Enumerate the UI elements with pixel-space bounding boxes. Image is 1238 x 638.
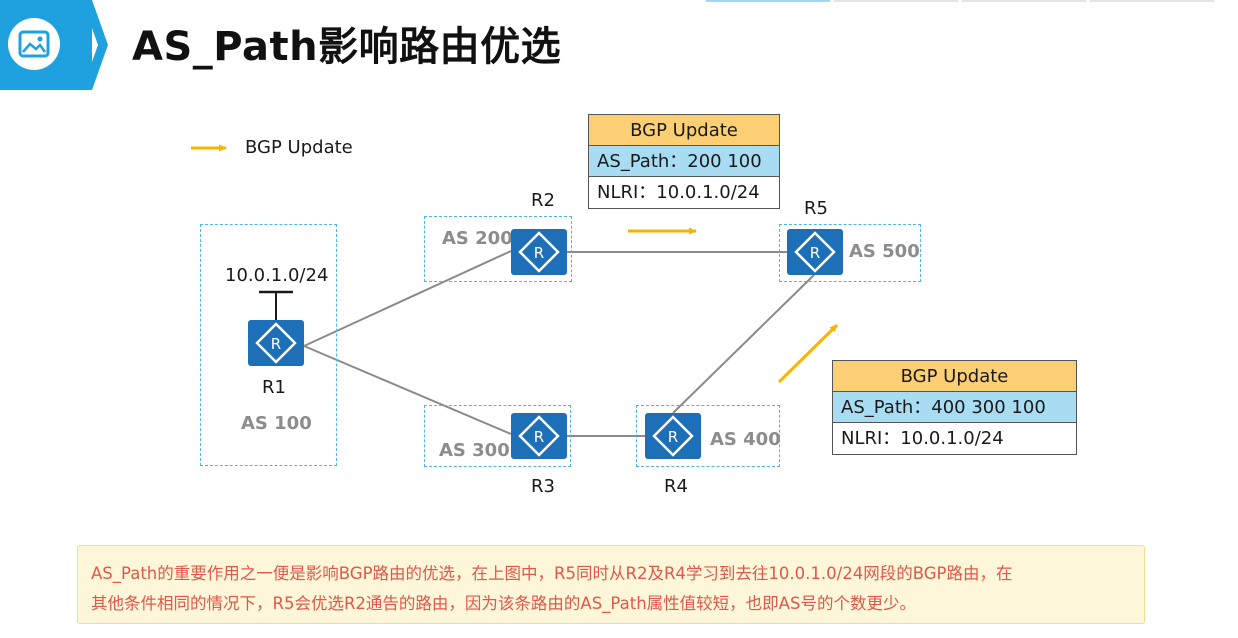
svg-text:R: R: [810, 244, 820, 262]
as500-label: AS 500: [849, 241, 920, 262]
svg-text:R: R: [668, 428, 678, 446]
as300-box: [424, 405, 571, 467]
router-label-r5: R5: [804, 198, 828, 219]
update-nlri: NLRI：10.0.1.0/24: [833, 423, 1076, 454]
router-icon: R: [645, 413, 701, 459]
update-nlri: NLRI：10.0.1.0/24: [589, 177, 779, 208]
image-icon: [8, 18, 60, 70]
as100-label: AS 100: [241, 413, 312, 434]
router-label-r4: R4: [664, 476, 688, 497]
router-icon: R: [511, 229, 567, 275]
as400-label: AS 400: [710, 429, 781, 450]
header-decor-lines: [706, 0, 1214, 2]
as400-box: [636, 405, 780, 467]
svg-text:R: R: [534, 244, 544, 262]
as100-box: [200, 224, 337, 466]
router-label-r1: R1: [262, 377, 286, 398]
note-box: [77, 545, 1145, 624]
header-chevron: [82, 0, 108, 90]
as200-label: AS 200: [442, 228, 513, 249]
legend-label: BGP Update: [245, 137, 353, 158]
update-as-path: AS_Path：400 300 100: [833, 392, 1076, 423]
update-table-r4: BGP Update AS_Path：400 300 100 NLRI：10.0…: [832, 360, 1077, 455]
update-header: BGP Update: [833, 361, 1076, 392]
router-label-r2: R2: [531, 190, 555, 211]
router-icon: R: [511, 413, 567, 459]
link-r1-r2: [303, 250, 512, 347]
update-arrow-r4-r5: [777, 323, 839, 384]
router-label-r3: R3: [531, 476, 555, 497]
page-title: AS_Path影响路由优选: [132, 24, 562, 70]
svg-text:R: R: [271, 335, 281, 353]
svg-text:R: R: [534, 428, 544, 446]
link-r1-r3: [303, 345, 512, 435]
as500-box: [779, 224, 921, 282]
link-r4-r5: [672, 274, 815, 414]
as200-box: [424, 216, 572, 282]
update-table-r2: BGP Update AS_Path：200 100 NLRI：10.0.1.0…: [588, 114, 780, 209]
note-line-2: 其他条件相同的情况下，R5会优选R2通告的路由，因为该条路由的AS_Path属性…: [91, 594, 916, 613]
update-header: BGP Update: [589, 115, 779, 146]
note-line-1: AS_Path的重要作用之一便是影响BGP路由的优选，在上图中，R5同时从R2及…: [91, 564, 1013, 583]
router-icon: R: [248, 320, 304, 366]
as300-label: AS 300: [439, 440, 510, 461]
update-as-path: AS_Path：200 100: [589, 146, 779, 177]
prefix-label: 10.0.1.0/24: [225, 265, 329, 286]
router-icon: R: [787, 229, 843, 275]
